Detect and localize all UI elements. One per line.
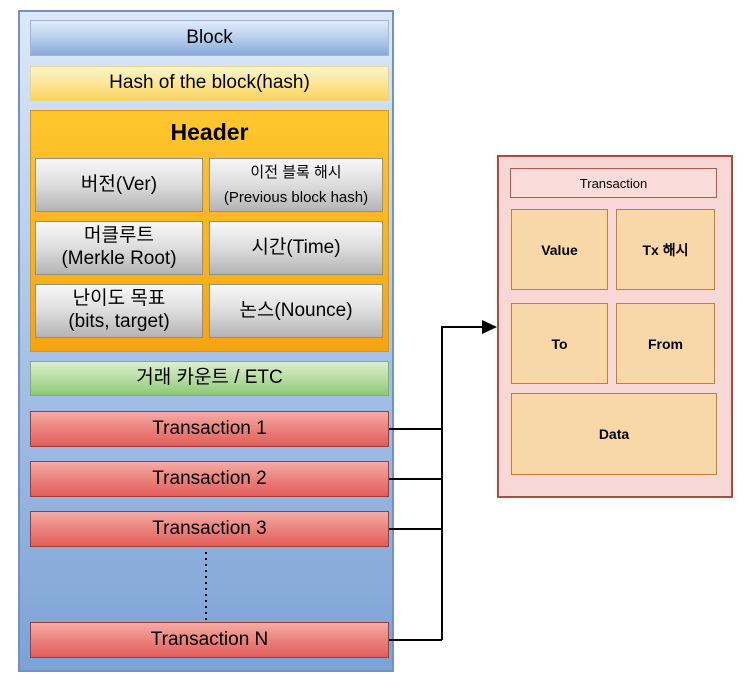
header-cell-label: 논스(Nounce) (239, 299, 353, 321)
header-cell-label: 시간(Time) (251, 236, 341, 258)
transaction-detail-title: Transaction (510, 168, 717, 198)
header-cell-label: 머클루트 (84, 225, 154, 247)
header-cell-version: 버전(Ver) (35, 158, 203, 212)
transaction-1-bar: Transaction 1 (30, 411, 389, 447)
header-title: Header (170, 119, 249, 145)
connector-lines (389, 326, 484, 641)
header-cell-time: 시간(Time) (209, 221, 383, 275)
block-container: Block Hash of the block(hash) Header 버전(… (18, 10, 394, 672)
header-cell-sublabel: (Merkle Root) (61, 248, 177, 269)
block-title-bar: Block (30, 20, 389, 56)
transaction-detail-box: Transaction Value Tx 해시 To From Data (497, 155, 733, 498)
header-fields-grid: 버전(Ver) 이전 블록 해시 (Previous block hash) 머… (35, 158, 383, 338)
block-hash-bar: Hash of the block(hash) (30, 66, 389, 101)
detail-cell-to: To (511, 303, 608, 384)
header-cell-label: 버전(Ver) (80, 173, 158, 195)
detail-cell-data: Data (511, 393, 717, 475)
tx-count-bar: 거래 카운트 / ETC (30, 361, 389, 396)
header-cell-prev-block-hash: 이전 블록 해시 (Previous block hash) (209, 158, 383, 212)
transaction-2-bar: Transaction 2 (30, 461, 389, 497)
detail-cell-from: From (616, 303, 715, 384)
header-cell-label: 이전 블록 해시 (250, 163, 342, 181)
transaction-n-bar: Transaction N (30, 622, 389, 658)
detail-cell-tx-hash: Tx 해시 (616, 209, 715, 290)
header-cell-difficulty-target: 난이도 목표 (bits, target) (35, 284, 203, 338)
block-header-box: Header 버전(Ver) 이전 블록 해시 (Previous block … (30, 110, 389, 352)
header-cell-sublabel: (Previous block hash) (223, 188, 369, 206)
ellipsis-dotted-line (205, 552, 207, 622)
detail-cell-value: Value (511, 209, 608, 290)
header-cell-merkle-root: 머클루트 (Merkle Root) (35, 221, 203, 275)
arrow-head-icon (482, 320, 497, 334)
transaction-3-bar: Transaction 3 (30, 511, 389, 547)
header-cell-label: 난이도 목표 (72, 288, 166, 310)
header-cell-nonce: 논스(Nounce) (209, 284, 383, 338)
header-cell-sublabel: (bits, target) (68, 311, 170, 332)
